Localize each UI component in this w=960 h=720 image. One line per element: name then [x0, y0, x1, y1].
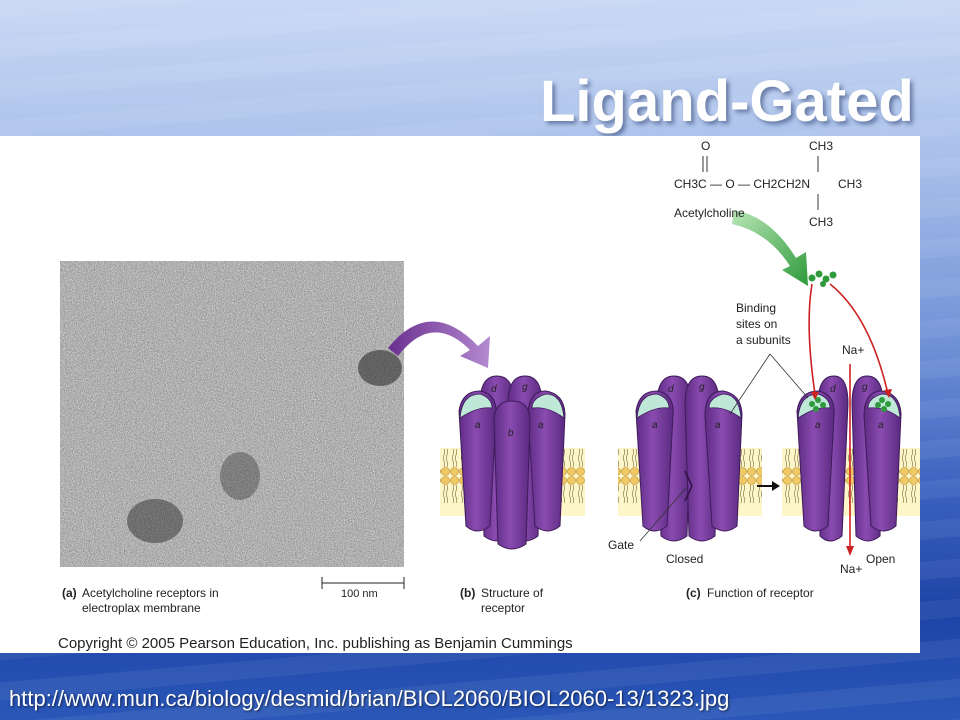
- open-label: Open: [866, 552, 895, 566]
- formula-ch3-top: CH3: [809, 139, 833, 153]
- acetylcholine-arrow: [732, 210, 808, 286]
- electron-micrograph: [60, 261, 404, 567]
- subunit-labels: d g a a b d g a a d g a a: [475, 382, 884, 439]
- ligand-binding-arrows: [808, 283, 889, 395]
- gate-pointer: [639, 487, 687, 542]
- subunit-a-left-closed: a: [652, 420, 658, 431]
- formula-main: CH3C — O — CH2CH2N: [674, 177, 810, 191]
- panel-b-caption-line2: receptor: [481, 601, 525, 615]
- formula-ch3-bottom: CH3: [809, 215, 833, 229]
- panel-a-caption-line1: Acetylcholine receptors in: [82, 586, 219, 600]
- panel-b-letter: (b): [460, 586, 475, 600]
- source-url: http://www.mun.ca/biology/desmid/brian/B…: [9, 686, 730, 711]
- micrograph-to-structure-arrow: [388, 321, 490, 368]
- sodium-label-bottom: Na+: [840, 562, 862, 576]
- slide-title: Ligand-Gated: [540, 69, 914, 134]
- closed-label: Closed: [666, 552, 703, 566]
- subunit-a-left-b: a: [475, 420, 481, 431]
- sodium-label-top: Na+: [842, 343, 864, 357]
- subunit-a-left-open: a: [815, 420, 821, 431]
- receptor-closed: [635, 375, 743, 542]
- copyright-notice: Copyright © 2005 Pearson Education, Inc.…: [58, 635, 573, 652]
- subunit-d-open: d: [830, 384, 836, 395]
- binding-site-pointers: [729, 353, 809, 415]
- binding-sites-line2: sites on: [736, 317, 777, 331]
- subunit-b-b: b: [508, 428, 514, 439]
- subunit-a-right-closed: a: [715, 420, 721, 431]
- gate-label: Gate: [608, 538, 634, 552]
- free-acetylcholine: [808, 270, 837, 287]
- receptor-structure: [458, 375, 566, 550]
- subunit-g-b: g: [522, 382, 528, 393]
- formula-ch3-right: CH3: [838, 177, 862, 191]
- subunit-g-closed: g: [699, 382, 705, 393]
- binding-sites-line3: a subunits: [736, 333, 791, 347]
- scale-bar: [321, 577, 405, 589]
- panel-c-caption: Function of receptor: [707, 586, 814, 600]
- formula-name: Acetylcholine: [674, 206, 745, 220]
- scale-bar-label: 100 nm: [341, 588, 378, 600]
- subunit-d-b: d: [491, 384, 497, 395]
- panel-c-letter: (c): [686, 586, 701, 600]
- subunit-a-right-open: a: [878, 420, 884, 431]
- bound-acetylcholine: [809, 397, 891, 412]
- acetylcholine-formula: O CH3 CH3C — O — CH2CH2N CH3 CH3 Acetylc…: [674, 139, 862, 229]
- panel-a-letter: (a): [62, 586, 77, 600]
- subunit-d-closed: d: [668, 384, 674, 395]
- panel-a-caption-line2: electroplax membrane: [82, 601, 201, 615]
- binding-sites-line1: Binding: [736, 301, 776, 315]
- receptor-open: [796, 375, 902, 542]
- receptor-figure: O CH3 CH3C — O — CH2CH2N CH3 CH3 Acetylc…: [0, 136, 920, 653]
- formula-oxygen: O: [701, 139, 710, 153]
- panel-b-caption-line1: Structure of: [481, 586, 544, 600]
- subunit-a-right-b: a: [538, 420, 544, 431]
- figure-svg: O CH3 CH3C — O — CH2CH2N CH3 CH3 Acetylc…: [58, 139, 920, 652]
- subunit-g-open: g: [862, 382, 868, 393]
